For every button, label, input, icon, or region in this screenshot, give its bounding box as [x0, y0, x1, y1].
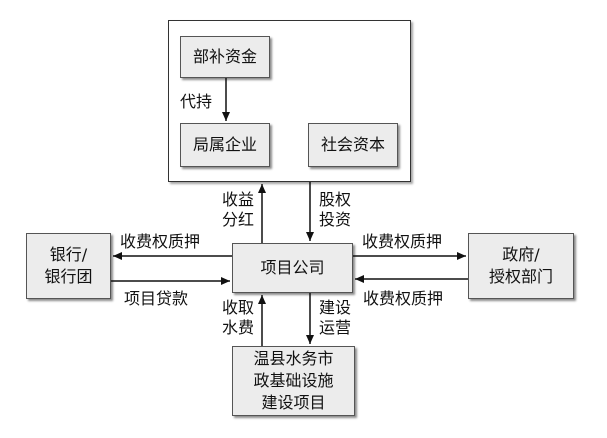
node-bureau-enterprise-label: 局属企业: [192, 135, 257, 154]
edge-label-equity-investment-line1: 股权: [319, 190, 352, 209]
edge-label-collect-water-fee: 收取 水费: [222, 298, 254, 338]
node-wenxian-project-line1: 温县水务市: [253, 349, 334, 368]
edge-label-pledge-from-gov: 收费权质押: [363, 289, 444, 308]
edge-label-build-operate-line1: 建设: [319, 298, 352, 317]
node-social-capital: 社会资本: [308, 123, 398, 167]
edge-label-equity-investment: 股权 投资: [319, 190, 351, 230]
node-ministry-fund: 部补资金: [180, 36, 270, 78]
node-wenxian-project-line3: 建设项目: [261, 393, 326, 412]
edge-label-collect-water-fee-line1: 收取: [222, 298, 255, 317]
node-government-label-line2: 授权部门: [488, 267, 553, 286]
node-social-capital-label: 社会资本: [320, 135, 385, 154]
edge-label-on-behalf: 代持: [180, 92, 213, 111]
edge-label-pledge-to-bank: 收费权质押: [120, 232, 201, 251]
edge-label-collect-water-fee-line2: 水费: [222, 318, 255, 337]
node-ministry-fund-label: 部补资金: [192, 47, 257, 66]
node-project-company: 项目公司: [232, 243, 353, 293]
edge-label-equity-investment-line2: 投资: [319, 210, 352, 229]
node-bank-label-line1: 银行/: [49, 245, 88, 264]
edge-label-build-operate-line2: 运营: [319, 318, 352, 337]
edge-label-pledge-to-gov: 收费权质押: [362, 232, 443, 251]
edge-label-project-loan: 项目贷款: [124, 289, 189, 308]
node-bureau-enterprise: 局属企业: [180, 123, 270, 167]
node-bank: 银行/ 银行团: [26, 233, 111, 299]
edge-label-build-operate: 建设 运营: [319, 298, 351, 338]
node-bank-label-line2: 银行团: [44, 267, 93, 286]
node-government-label-line1: 政府/: [502, 245, 540, 264]
edge-label-revenue-dividend: 收益 分红: [222, 190, 254, 230]
edge-label-revenue-dividend-line1: 收益: [222, 190, 255, 209]
node-government: 政府/ 授权部门: [468, 233, 574, 299]
node-wenxian-project: 温县水务市 政基础设施 建设项目: [232, 346, 355, 416]
node-wenxian-project-line2: 政基础设施: [253, 371, 334, 390]
edge-label-revenue-dividend-line2: 分红: [222, 210, 255, 229]
node-project-company-label: 项目公司: [260, 258, 325, 277]
